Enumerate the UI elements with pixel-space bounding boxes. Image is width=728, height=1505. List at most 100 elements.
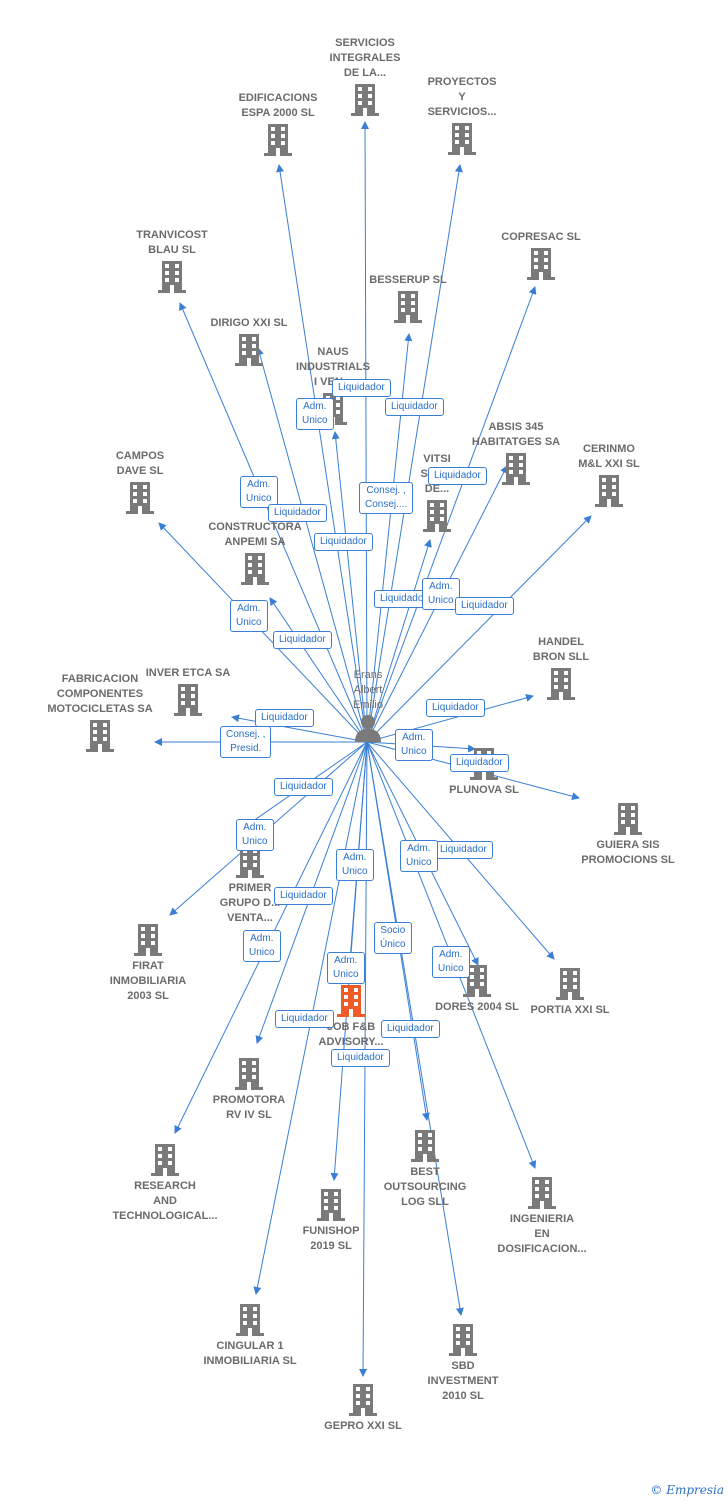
company-label: DIRIGO XXI SL: [210, 317, 288, 329]
relation-tag[interactable]: Adm. Unico: [296, 398, 334, 430]
relation-tag[interactable]: Liquidador: [434, 841, 493, 859]
company-label: PRIMER GRUPO D... VENTA...: [219, 882, 281, 924]
relation-edge: [256, 347, 368, 743]
company-node[interactable]: RESEARCH AND TECHNOLOGICAL...: [100, 1141, 230, 1224]
relation-tag[interactable]: Adm. Unico: [230, 600, 268, 632]
footer-brand[interactable]: © Empresia: [650, 1483, 724, 1497]
relation-tag[interactable]: Liquidador: [273, 631, 332, 649]
building-icon: [126, 482, 154, 514]
company-label: PORTIA XXI SL: [530, 1004, 610, 1016]
relation-tag[interactable]: Liquidador: [385, 398, 444, 416]
building-icon: [241, 553, 269, 585]
company-label: TRANVICOST BLAU SL: [136, 229, 208, 256]
relation-tag[interactable]: Liquidador: [331, 1049, 390, 1067]
building-icon: [394, 291, 422, 323]
relation-tag[interactable]: Adm. Unico: [327, 952, 365, 984]
company-node[interactable]: TRANVICOST BLAU SL: [107, 228, 237, 296]
center-person[interactable]: Erans Albert Emilio: [346, 668, 390, 748]
relation-tag[interactable]: Consej. , Consej....: [359, 482, 414, 514]
company-label: EDIFICACIONS ESPA 2000 SL: [238, 92, 318, 119]
company-node[interactable]: BESSERUP SL: [343, 273, 473, 326]
company-node[interactable]: COPRESAC SL: [476, 230, 606, 283]
relation-tag[interactable]: Liquidador: [255, 709, 314, 727]
building-icon: [174, 684, 202, 716]
relation-tag[interactable]: Liquidador: [374, 590, 433, 608]
company-node[interactable]: CONSTRUCTORA ANPEMI SA: [190, 520, 320, 588]
building-icon: [264, 124, 292, 156]
company-label: PLUNOVA SL: [449, 784, 519, 796]
company-node[interactable]: FIRAT INMOBILIARIA 2003 SL: [83, 921, 213, 1004]
company-node[interactable]: ABSIS 345 HABITATGES SA: [451, 420, 581, 488]
company-node[interactable]: SERVICIOS INTEGRALES DE LA...: [300, 36, 430, 119]
relation-tag[interactable]: Liquidador: [426, 699, 485, 717]
company-label: PROMOTORA RV IV SL: [212, 1094, 286, 1121]
company-node[interactable]: SBD INVESTMENT 2010 SL: [398, 1321, 528, 1404]
relation-tag[interactable]: Liquidador: [268, 504, 327, 522]
company-node[interactable]: EDIFICACIONS ESPA 2000 SL: [213, 91, 343, 159]
company-node[interactable]: DORES 2004 SL: [412, 962, 542, 1015]
relation-tag[interactable]: Adm. Unico: [422, 578, 460, 610]
brand-name: Empresia: [666, 1483, 724, 1497]
building-icon: [351, 84, 379, 116]
relation-tag[interactable]: Adm. Unico: [395, 729, 433, 761]
relation-edge: [269, 597, 368, 743]
company-label: DORES 2004 SL: [435, 1001, 519, 1013]
relation-tag[interactable]: Liquidador: [274, 887, 333, 905]
relation-tag[interactable]: Adm. Unico: [432, 946, 470, 978]
company-node[interactable]: GEPRO XXI SL: [298, 1381, 428, 1434]
person-icon: [355, 715, 381, 742]
relation-tag[interactable]: Liquidador: [381, 1020, 440, 1038]
building-icon: [556, 968, 584, 1000]
building-icon: [158, 261, 186, 293]
relation-tag[interactable]: Adm. Unico: [236, 819, 274, 851]
building-icon: [547, 668, 575, 700]
relation-edge: [366, 539, 432, 743]
company-node[interactable]: PORTIA XXI SL: [505, 965, 635, 1018]
building-icon: [86, 720, 114, 752]
relation-edge: [366, 515, 592, 743]
relation-tag[interactable]: Liquidador: [450, 754, 509, 772]
company-node[interactable]: DIRIGO XXI SL: [184, 316, 314, 369]
relation-tag[interactable]: Liquidador: [332, 379, 391, 397]
relation-tag[interactable]: Socio Único: [374, 922, 412, 954]
relation-edge: [366, 286, 537, 743]
company-node[interactable]: PLUNOVA SL: [419, 745, 549, 798]
relation-tag[interactable]: Liquidador: [314, 533, 373, 551]
relation-tag[interactable]: Liquidador: [455, 597, 514, 615]
relation-tag[interactable]: Liquidador: [428, 467, 487, 485]
building-icon: [317, 1189, 345, 1221]
company-node[interactable]: PRIMER GRUPO D... VENTA...: [185, 843, 315, 926]
company-node[interactable]: PROMOTORA RV IV SL: [184, 1055, 314, 1123]
building-icon: [502, 453, 530, 485]
company-node[interactable]: INGENIERIA EN DOSIFICACION...: [477, 1174, 607, 1257]
company-node[interactable]: FABRICACION COMPONENTES MOTOCICLETAS SA: [35, 672, 165, 755]
company-label: INGENIERIA EN DOSIFICACION...: [497, 1213, 587, 1255]
building-icon: [411, 1130, 439, 1162]
relation-tag[interactable]: Consej. , Presid.: [220, 726, 272, 758]
relation-tag[interactable]: Adm. Unico: [400, 840, 438, 872]
company-node[interactable]: INVER ETCA SA: [123, 666, 253, 719]
company-node[interactable]: CERINMO M&L XXI SL: [544, 442, 674, 510]
company-node[interactable]: BEST OUTSOURCING LOG SLL: [360, 1127, 490, 1210]
building-icon: [449, 1324, 477, 1356]
company-label: ABSIS 345 HABITATGES SA: [471, 421, 561, 448]
building-icon: [235, 334, 263, 366]
company-label: INVER ETCA SA: [145, 667, 231, 679]
company-node[interactable]: HANDEL BRON SLL: [496, 635, 626, 703]
company-node[interactable]: GUIERA SIS PROMOCIONS SL: [563, 800, 693, 868]
relation-tag[interactable]: Adm. Unico: [336, 849, 374, 881]
focus-company-node[interactable]: JOB F&B ADVISORY...: [286, 982, 416, 1050]
company-node[interactable]: PROYECTOS Y SERVICIOS...: [397, 75, 527, 158]
relation-edge: [366, 164, 463, 743]
relation-tag[interactable]: Adm. Unico: [243, 930, 281, 962]
company-node[interactable]: FUNISHOP 2019 SL: [266, 1186, 396, 1254]
building-icon: [448, 123, 476, 155]
company-label: CERINMO M&L XXI SL: [578, 443, 640, 470]
relation-tag[interactable]: Liquidador: [275, 1010, 334, 1028]
building-icon: [423, 500, 451, 532]
relation-edge: [276, 164, 368, 743]
company-node[interactable]: CAMPOS DAVE SL: [75, 449, 205, 517]
company-node[interactable]: CINGULAR 1 INMOBILIARIA SL: [185, 1301, 315, 1369]
relation-tag[interactable]: Liquidador: [274, 778, 333, 796]
relation-tag[interactable]: Adm. Unico: [240, 476, 278, 508]
